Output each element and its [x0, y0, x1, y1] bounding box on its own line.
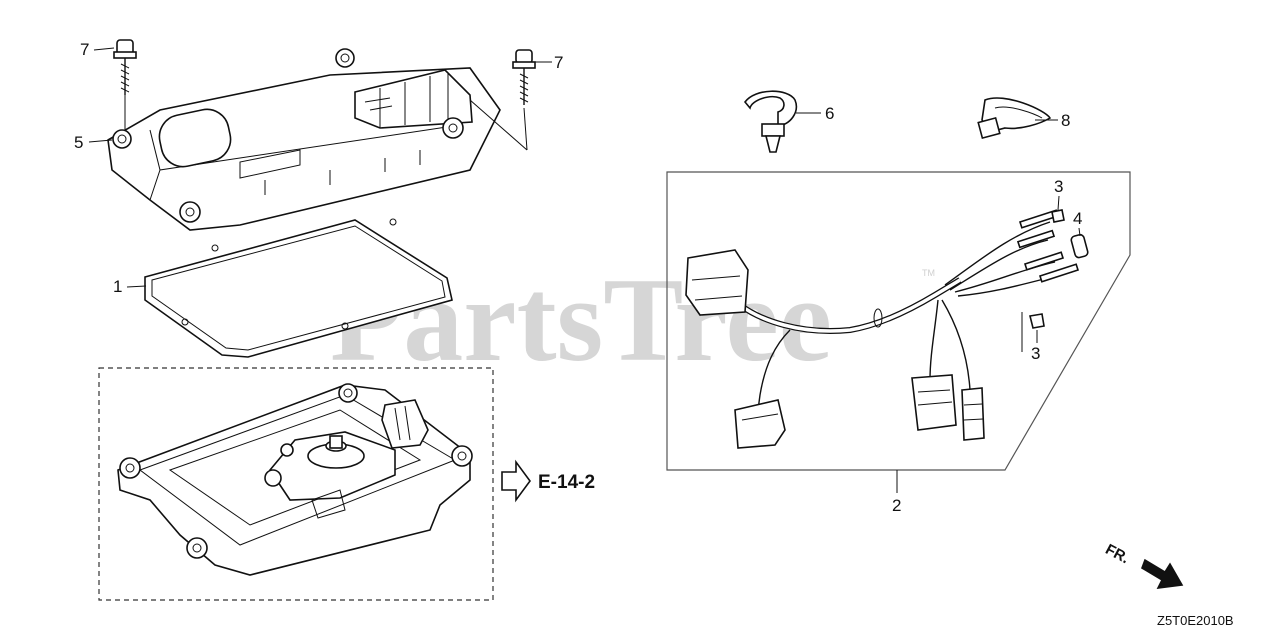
callout-washer: 5 — [74, 133, 113, 152]
callout-label: 6 — [825, 104, 834, 123]
callout-label: 2 — [892, 496, 901, 515]
control-unit-cover — [107, 48, 528, 231]
bolt-right-part — [512, 49, 536, 151]
callout-gasket: 1 — [113, 277, 147, 296]
terminal-cap-top-part — [1051, 209, 1065, 223]
harness-assembly — [666, 171, 1131, 471]
sleeve-part — [1070, 233, 1089, 259]
callout-bolt-right: 7 — [534, 53, 563, 72]
callout-label: 7 — [554, 53, 563, 72]
callout-terminal-cap-top: 3 — [1054, 177, 1063, 211]
watermark-trademark: TM — [922, 268, 935, 278]
callout-terminal-cap-bottom: 3 — [1031, 330, 1040, 363]
gasket-part — [144, 218, 453, 358]
callout-sleeve: 4 — [1073, 209, 1082, 237]
control-unit-assembly — [98, 367, 494, 601]
reference-arrow — [501, 459, 531, 503]
callout-harness: 2 — [892, 470, 901, 515]
diagram-code: Z5T0E2010B — [1157, 613, 1234, 628]
callout-label: 3 — [1031, 344, 1040, 363]
callout-label: 4 — [1073, 209, 1082, 228]
terminal-cap-bottom-part — [1021, 312, 1045, 352]
tie-band-part — [977, 97, 1052, 140]
bolt-left-part — [113, 39, 137, 130]
callout-label: 7 — [80, 40, 89, 59]
callout-label: 3 — [1054, 177, 1063, 196]
clamp-part — [743, 90, 797, 153]
callout-label: 8 — [1061, 111, 1070, 130]
front-direction-arrow — [1141, 558, 1184, 589]
reference-label: E-14-2 — [538, 472, 595, 493]
callout-label: 1 — [113, 277, 122, 296]
callout-clamp: 6 — [796, 104, 834, 123]
callout-tie-band: 8 — [1035, 111, 1070, 130]
callout-label: 5 — [74, 133, 83, 152]
callout-bolt-left: 7 — [80, 40, 115, 59]
front-direction-label: FR. — [1103, 541, 1132, 567]
